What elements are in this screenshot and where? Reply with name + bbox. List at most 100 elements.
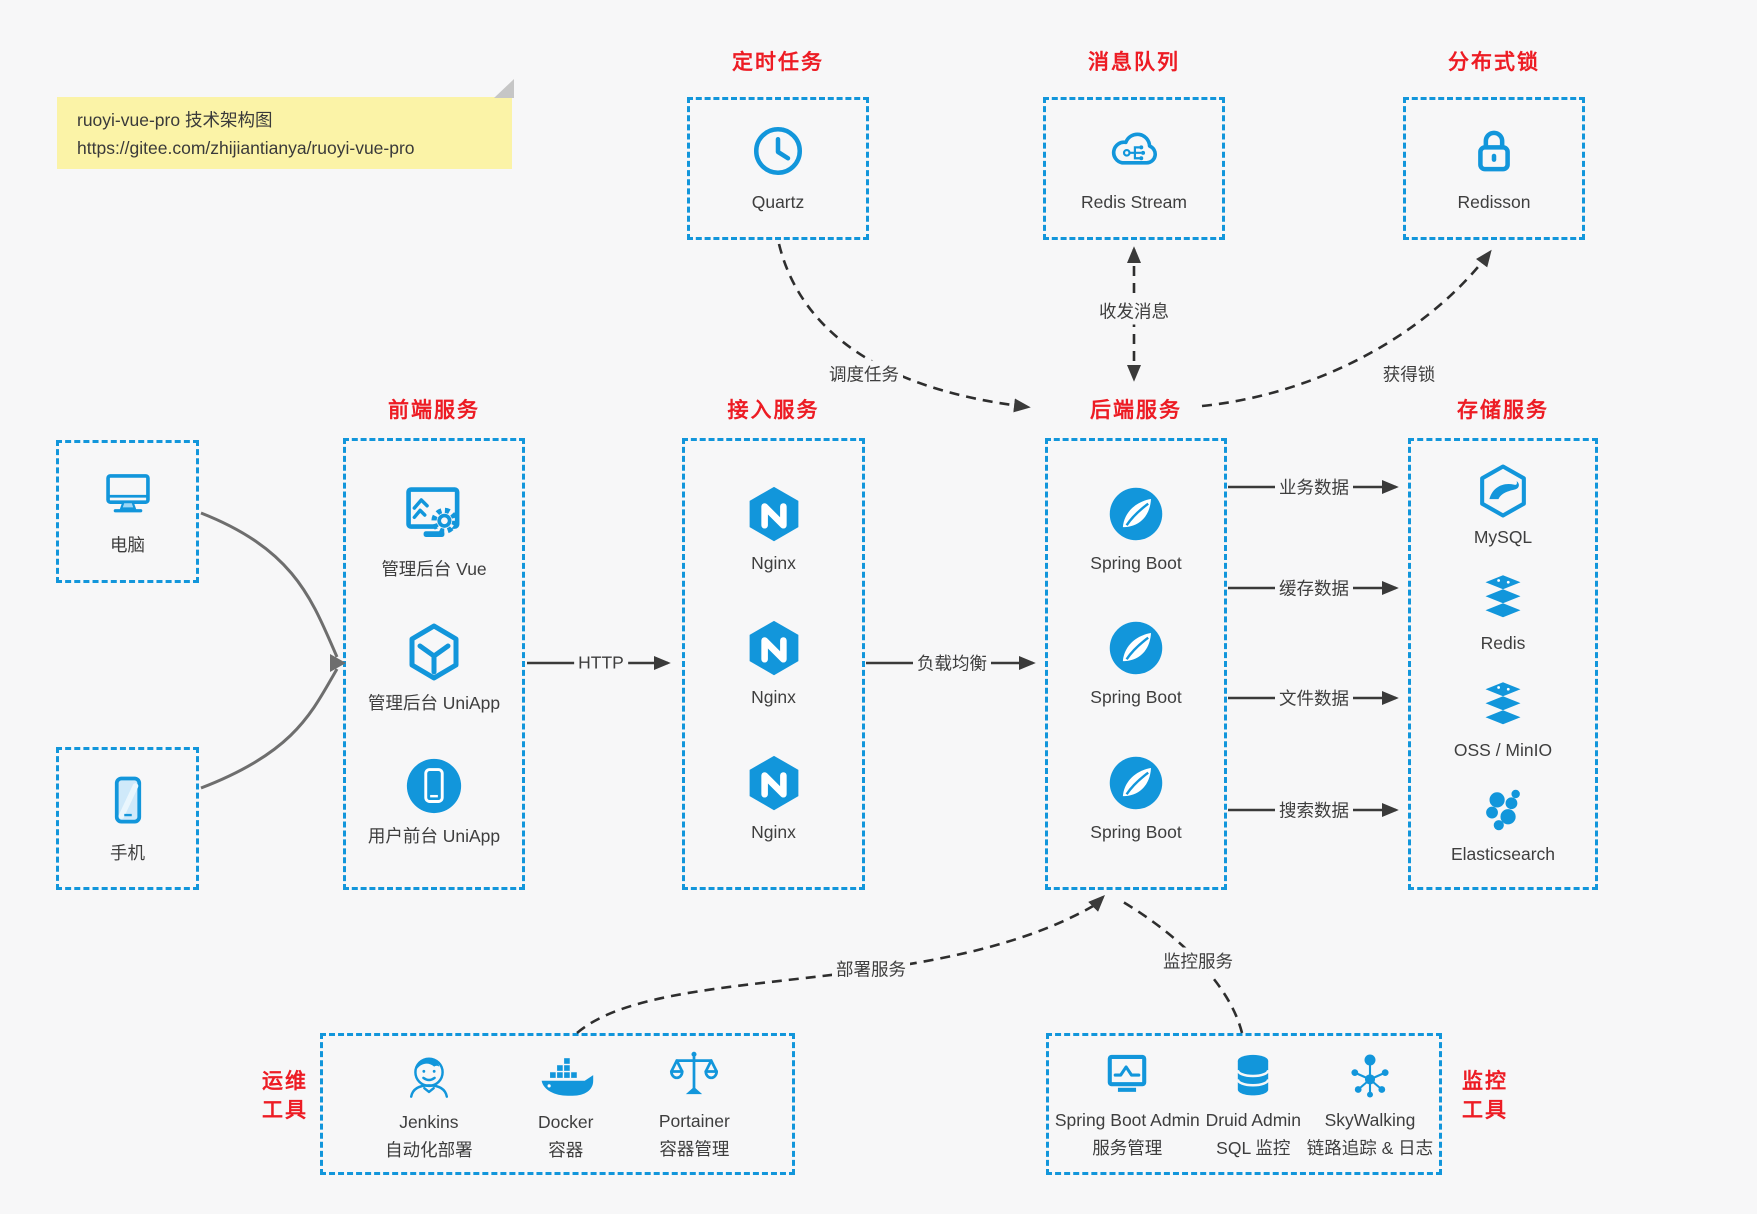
node-label-admin-uniapp: 管理后台 UniApp (367, 693, 501, 714)
node-label-admin-vue: 管理后台 Vue (381, 559, 487, 580)
ops-tools-box: Jenkins 自动化部署 Docker 容器 (320, 1033, 795, 1175)
skywalking-icon (1351, 1054, 1389, 1098)
mysql-icon (1480, 464, 1526, 518)
node-sublabel-druid: SQL 监控 (1216, 1138, 1291, 1158)
nginx-icon (749, 486, 798, 542)
edge-mobile-to-frontend (200, 668, 339, 790)
node-sublabel-jenkins: 自动化部署 (385, 1140, 473, 1160)
druid-db-icon (1236, 1054, 1270, 1096)
message-queue-box: Redis Stream (1043, 97, 1225, 240)
edge-label-search-data: 搜索数据 (1275, 796, 1353, 824)
edge-label-file-data: 文件数据 (1275, 684, 1353, 712)
node-label-nginx-3: Nginx (751, 821, 796, 842)
note-url: https://gitee.com/zhijiantianya/ruoyi-vu… (77, 138, 415, 159)
sticky-note: ruoyi-vue-pro 技术架构图 https://gitee.com/zh… (57, 97, 512, 169)
node-sublabel-skywalking: 链路追踪 & 日志 (1306, 1138, 1434, 1158)
node-label-redis-stream: Redis Stream (1080, 192, 1187, 213)
monitoring-item-sba: Spring Boot Admin 服务管理 (1055, 1048, 1200, 1160)
jenkins-icon (409, 1057, 448, 1098)
node-label-mysql: MySQL (1473, 527, 1533, 548)
admin-vue-icon (406, 487, 460, 538)
scheduled-task-box: Quartz (687, 97, 869, 240)
node-label-jenkins: Jenkins (399, 1111, 459, 1132)
clock-icon (753, 127, 803, 176)
gateway-item-nginx-2: Nginx (744, 618, 804, 709)
group-title-message-queue: 消息队列 (1088, 51, 1180, 74)
node-label-nginx-2: Nginx (751, 687, 796, 708)
gateway-item-nginx-3: Nginx (744, 753, 804, 844)
node-label-spring-1: Spring Boot (1090, 553, 1182, 574)
node-label-oss-minio: OSS / MinIO (1453, 739, 1553, 760)
edge-acquire-lock (1201, 249, 1492, 408)
mobile-icon (114, 777, 141, 824)
nginx-icon (749, 755, 798, 810)
group-title-gateway: 接入服务 (727, 399, 820, 422)
edge-schedule-task (777, 243, 1031, 413)
node-sublabel-docker: 容器 (548, 1140, 584, 1160)
desktop-icon (105, 474, 150, 513)
frontend-item-admin-uniapp: 管理后台 UniApp (368, 620, 500, 715)
note-fold (494, 79, 514, 98)
edge-label-schedule-task: 调度任务 (825, 360, 903, 388)
nginx-icon (749, 621, 798, 676)
group-title-storage: 存储服务 (1457, 399, 1549, 422)
edge-label-send-receive-msg: 收发消息 (1095, 297, 1173, 325)
spring-boot-icon (1109, 622, 1163, 675)
spring-boot-icon (1109, 487, 1163, 541)
storage-stack-icon (1485, 681, 1521, 724)
node-label-pc: 电脑 (110, 535, 145, 556)
group-title-frontend: 前端服务 (388, 399, 480, 422)
note-title: ruoyi-vue-pro 技术架构图 (77, 110, 273, 130)
group-title-ops-tools: 运维 工具 (262, 1070, 308, 1123)
client-pc-box: 电脑 (56, 440, 199, 583)
node-label-elasticsearch: Elasticsearch (1450, 843, 1556, 864)
edge-label-cache-data: 缓存数据 (1275, 574, 1353, 602)
monitoring-item-druid: Druid Admin SQL 监控 (1206, 1048, 1301, 1160)
monitoring-tools-box: Spring Boot Admin 服务管理 Druid Admin SQL 监… (1046, 1033, 1442, 1175)
node-sublabel-sba: 服务管理 (1092, 1138, 1163, 1158)
node-label-nginx-1: Nginx (751, 553, 796, 574)
lock-icon (1478, 131, 1510, 172)
node-label-quartz: Quartz (751, 192, 805, 213)
edge-label-load-balance: 负载均衡 (913, 649, 991, 677)
ops-item-docker: Docker 容器 (535, 1046, 597, 1162)
user-app-icon (406, 758, 462, 813)
docker-icon (541, 1058, 593, 1096)
node-label-skywalking: SkyWalking (1324, 1109, 1416, 1130)
storage-box: MySQL Redis OSS / Mi (1408, 438, 1598, 890)
spring-boot-icon (1109, 756, 1163, 809)
node-sublabel-portainer: 容器管理 (659, 1139, 730, 1159)
cloud-stream-icon (1111, 132, 1157, 166)
group-title-distributed-lock: 分布式锁 (1448, 51, 1540, 74)
backend-item-spring-2: Spring Boot (1090, 618, 1182, 709)
monitoring-item-skywalking: SkyWalking 链路追踪 & 日志 (1307, 1048, 1433, 1160)
node-label-spring-2: Spring Boot (1090, 687, 1182, 708)
edge-label-deploy-service: 部署服务 (832, 955, 910, 983)
gateway-item-nginx-1: Nginx (744, 484, 804, 575)
portainer-icon (670, 1051, 719, 1095)
node-label-docker: Docker (538, 1111, 594, 1132)
edge-pc-to-frontend (200, 511, 339, 658)
elasticsearch-icon (1486, 789, 1520, 831)
edge-label-http: HTTP (574, 651, 628, 675)
ops-item-portainer: Portainer 容器管理 (659, 1047, 730, 1161)
node-label-user-uniapp: 用户前台 UniApp (367, 825, 501, 846)
frontend-item-user-uniapp: 用户前台 UniApp (368, 755, 500, 848)
backend-item-spring-1: Spring Boot (1090, 484, 1182, 575)
gateway-box: Nginx Nginx Nginx (682, 438, 865, 890)
spring-boot-admin-icon (1108, 1054, 1147, 1092)
edge-label-monitor-service: 监控服务 (1159, 947, 1237, 975)
node-label-redisson: Redisson (1457, 192, 1531, 213)
group-title-monitoring-tools: 监控 工具 (1462, 1070, 1508, 1123)
storage-item-oss-minio: OSS / MinIO (1454, 677, 1552, 762)
storage-item-elasticsearch: Elasticsearch (1451, 783, 1555, 866)
node-label-redis: Redis (1480, 633, 1526, 654)
group-title-backend: 后端服务 (1090, 399, 1182, 422)
backend-item-spring-3: Spring Boot (1090, 753, 1182, 844)
storage-item-redis: Redis (1475, 570, 1531, 655)
node-label-druid: Druid Admin (1205, 1109, 1301, 1130)
frontend-item-admin-vue: 管理后台 Vue (381, 480, 487, 581)
group-title-scheduled-task: 定时任务 (732, 51, 824, 74)
frontend-box: 管理后台 Vue 管理后台 UniApp 用户前台 UniApp (343, 438, 525, 890)
